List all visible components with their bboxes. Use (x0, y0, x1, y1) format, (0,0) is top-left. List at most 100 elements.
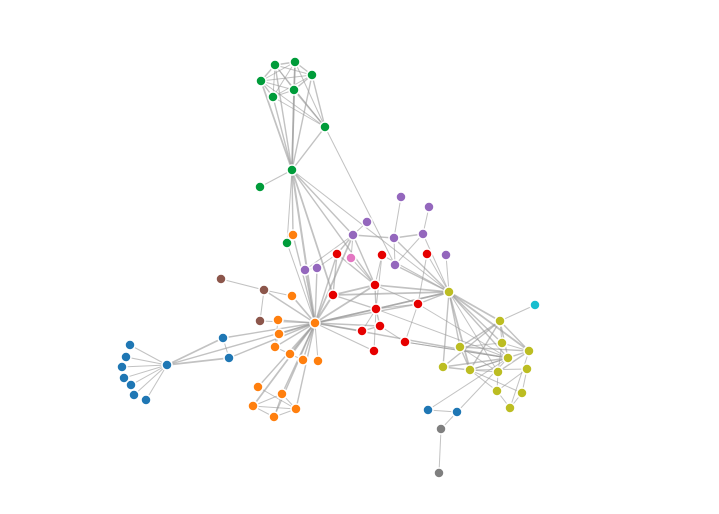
graph-node[interactable] (440, 249, 452, 261)
graph-node[interactable] (529, 299, 541, 311)
graph-node[interactable] (523, 345, 535, 357)
graph-node[interactable] (269, 59, 281, 71)
graph-node[interactable] (252, 381, 264, 393)
graph-node[interactable] (492, 366, 504, 378)
graph-node[interactable] (361, 216, 373, 228)
graph-link (448, 291, 503, 344)
graph-link (291, 126, 326, 171)
graph-link (125, 356, 168, 366)
graph-node[interactable] (281, 237, 293, 249)
graph-node[interactable] (299, 264, 311, 276)
graph-link (123, 364, 168, 379)
graph-link (404, 303, 419, 343)
graph-node[interactable] (269, 341, 281, 353)
graph-node[interactable] (297, 354, 309, 366)
graph-node[interactable] (423, 201, 435, 213)
graph-node[interactable] (389, 259, 401, 271)
graph-node[interactable] (370, 303, 382, 315)
graph-node[interactable] (368, 345, 380, 357)
graph-node[interactable] (374, 320, 386, 332)
graph-node[interactable] (327, 289, 339, 301)
graph-node[interactable] (223, 352, 235, 364)
graph-node[interactable] (254, 315, 266, 327)
graph-node[interactable] (217, 332, 229, 344)
graph-node[interactable] (125, 379, 137, 391)
graph-node[interactable] (433, 467, 445, 479)
graph-node[interactable] (128, 389, 140, 401)
graph-node[interactable] (412, 298, 424, 310)
graph-node[interactable] (502, 352, 514, 364)
graph-node[interactable] (254, 181, 266, 193)
graph-node[interactable] (421, 248, 433, 260)
graph-node[interactable] (273, 328, 285, 340)
graph-link (260, 80, 293, 171)
graph-node[interactable] (290, 403, 302, 415)
graph-node[interactable] (422, 404, 434, 416)
graph-node[interactable] (521, 363, 533, 375)
graph-node[interactable] (491, 385, 503, 397)
graph-node[interactable] (272, 314, 284, 326)
graph-node[interactable] (454, 341, 466, 353)
graph-node[interactable] (494, 315, 506, 327)
graph-node[interactable] (276, 388, 288, 400)
graph-node[interactable] (516, 387, 528, 399)
graph-node[interactable] (435, 423, 447, 435)
graph-node[interactable] (116, 361, 128, 373)
graph-link (274, 64, 293, 171)
graph-link (291, 169, 334, 296)
graph-node[interactable] (443, 286, 455, 298)
graph-node[interactable] (451, 406, 463, 418)
graph-node[interactable] (464, 364, 476, 376)
graph-link (291, 169, 376, 286)
graph-node[interactable] (309, 317, 321, 329)
graph-link (332, 284, 376, 296)
graph-link (291, 169, 294, 236)
graph-link (314, 253, 338, 324)
graph-node[interactable] (288, 84, 300, 96)
graph-node[interactable] (268, 411, 280, 423)
graph-link (448, 291, 501, 322)
graph-link (448, 291, 530, 352)
graph-node[interactable] (267, 91, 279, 103)
graph-link (332, 294, 377, 310)
graph-node[interactable] (124, 339, 136, 351)
graph-node[interactable] (306, 69, 318, 81)
graph-link (291, 169, 450, 293)
graph-node[interactable] (140, 394, 152, 406)
graph-node[interactable] (287, 229, 299, 241)
graph-node[interactable] (319, 121, 331, 133)
graph-node[interactable] (289, 56, 301, 68)
graph-node[interactable] (399, 336, 411, 348)
graph-node[interactable] (247, 400, 259, 412)
graph-node[interactable] (255, 75, 267, 87)
graph-link (252, 405, 297, 410)
graph-node[interactable] (388, 232, 400, 244)
graph-link (272, 96, 293, 171)
graph-node[interactable] (437, 361, 449, 373)
graph-node[interactable] (356, 325, 368, 337)
graph-link (350, 257, 376, 286)
graph-node[interactable] (286, 164, 298, 176)
graph-node[interactable] (347, 229, 359, 241)
graph-node[interactable] (395, 191, 407, 203)
graph-node[interactable] (376, 249, 388, 261)
graph-node[interactable] (284, 348, 296, 360)
graph-link (130, 364, 168, 386)
graph-node[interactable] (161, 359, 173, 371)
graph-link (293, 89, 326, 128)
graph-node[interactable] (311, 262, 323, 274)
graph-node[interactable] (345, 252, 357, 264)
graph-node[interactable] (258, 284, 270, 296)
graph-node[interactable] (504, 402, 516, 414)
graph-node[interactable] (118, 372, 130, 384)
graph-link (393, 237, 450, 293)
graph-node[interactable] (312, 355, 324, 367)
graph-link (121, 364, 168, 368)
graph-node[interactable] (120, 351, 132, 363)
graph-node[interactable] (417, 228, 429, 240)
graph-node[interactable] (331, 248, 343, 260)
graph-node[interactable] (496, 337, 508, 349)
graph-node[interactable] (369, 279, 381, 291)
graph-node[interactable] (286, 290, 298, 302)
graph-node[interactable] (215, 273, 227, 285)
